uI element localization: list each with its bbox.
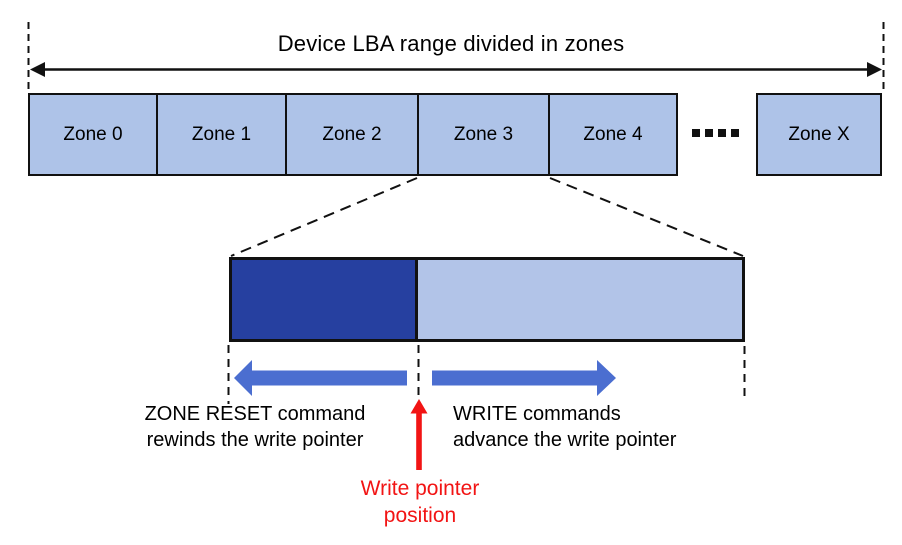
zone-reset-caption: ZONE RESET command rewinds the write poi… [97,401,413,453]
zones-ellipsis-dots [692,129,739,137]
write-commands-caption-line2: advance the write pointer [453,429,677,451]
written-region [232,260,418,339]
write-pointer-caption-line1: Write pointer [360,477,480,500]
zone-box-0: Zone 0 [28,93,158,176]
zone-reset-arrow [234,360,407,396]
zone-box-2: Zone 2 [285,93,419,176]
zone-box-x: Zone X [756,93,882,176]
zoom-connector-left-dashed-line [230,177,418,257]
zone-reset-caption-line1: ZONE RESET command [144,403,366,425]
write-commands-caption: WRITE commands advance the write pointer [453,401,733,453]
ellipsis-dot [731,129,739,137]
ellipsis-dot [705,129,713,137]
write-pointer-caption-line2: position [383,504,457,527]
zone-label-4: Zone 4 [583,123,643,145]
lba-range-arrow [30,62,882,77]
write-pointer-arrow [410,399,428,470]
ellipsis-dot [692,129,700,137]
lba-range-arrowhead-left [30,62,45,77]
zone-box-3: Zone 3 [417,93,550,176]
ellipsis-dot [718,129,726,137]
lba-range-arrowhead-right [867,62,882,77]
zone-label-1: Zone 1 [191,123,252,145]
zone-box-1: Zone 1 [156,93,287,176]
zone-label-3: Zone 3 [453,123,514,145]
zone-label-2: Zone 2 [322,123,382,145]
zone-label-0: Zone 0 [63,123,123,145]
write-pointer-caption: Write pointer position [330,475,510,529]
zoom-connector-right-dashed-line [549,177,744,257]
zone-reset-caption-line2: rewinds the write pointer [146,429,364,451]
zone-detail-rect [229,257,745,342]
zone-box-4: Zone 4 [548,93,678,176]
diagram-title: Device LBA range divided in zones [277,31,625,56]
zone-label-x: Zone X [788,123,850,145]
write-commands-caption-line1: WRITE commands [453,403,621,425]
write-advance-arrow [432,360,616,396]
unwritten-region [418,260,742,339]
